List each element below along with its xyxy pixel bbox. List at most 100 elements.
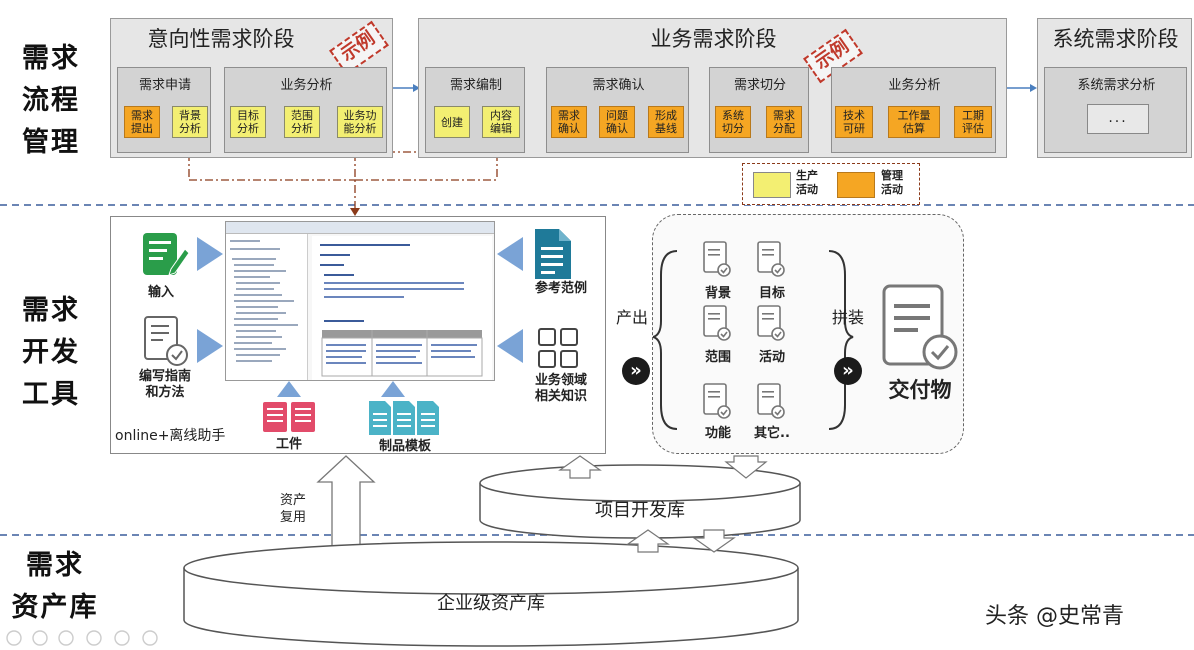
group-confirm: 需求确认 需求 确认 问题 确认 形成 基线 [546,67,689,153]
watermark: 头条 @史常青 [985,604,1124,629]
output-item-label: 背景 [704,286,731,301]
arrow-left-1 [197,237,223,271]
brace-lines [653,250,854,430]
activity-box[interactable]: 工期 评估 [954,106,992,138]
group-title: 需求切分 [733,78,786,93]
output-item-label: 目标 [758,286,785,301]
guide-label: 编写指南 和方法 [138,369,191,400]
legend-management-swatch [837,172,875,198]
arrow-right-1 [497,237,523,271]
group-system-analysis: 系统需求分析 ... [1044,67,1187,153]
output-item[interactable]: 功能 [698,382,738,444]
output-item[interactable]: 目标 [752,240,792,302]
template-icon [369,401,439,435]
template-label: 制品模板 [378,439,431,454]
artifact-label: 工件 [275,437,302,452]
activity-box[interactable]: 需求 分配 [766,106,802,138]
artifact-icon [263,402,315,432]
legend-management-label: 管理 活动 [881,169,903,196]
activity-box[interactable]: 系统 切分 [715,106,751,138]
stage-connector-1-head [413,84,420,92]
group-request: 需求申请 需求 提出 背景 分析 [117,67,211,153]
editor-sidebar [226,234,308,380]
arrow-up-1 [277,381,301,397]
reference-label: 参考范例 [534,281,587,296]
group-title: 系统需求分析 [1077,78,1156,93]
enterprise-cylinder-top [183,541,799,595]
document-check-icon [757,305,785,341]
output-item[interactable]: 其它.. [752,382,792,444]
guide-document-icon [144,316,188,366]
activity-box[interactable]: 创建 [434,106,470,138]
legend-production-label: 生产 活动 [796,169,818,196]
faint-icon [86,630,102,646]
produce-label: 产出 [615,308,648,327]
project-repo-label: 项目开发库 [595,500,685,521]
faint-toolbar [4,628,174,646]
document-check-icon [757,241,785,277]
edit-document-icon [143,233,189,276]
stage-title: 业务需求阶段 [650,27,777,51]
enterprise-repo-label: 企业级资产库 [437,593,545,614]
row-label-assets: 需求 资产库 [0,545,110,629]
document-check-icon [703,305,731,341]
knowledge-grid-icon [538,328,578,368]
placeholder-box: ... [1087,104,1149,134]
project-cylinder-top [479,464,801,502]
produce-arrow-icon: » [622,357,650,385]
activity-box[interactable]: 形成 基线 [648,106,684,138]
stage-title: 系统需求阶段 [1052,27,1179,51]
output-item-label: 活动 [758,350,785,365]
faint-icon [58,630,74,646]
row-label-line: 需求 [22,43,80,74]
project-up-arrow [558,455,602,479]
row-label-line: 开发 [22,337,80,368]
output-item[interactable]: 范围 [698,304,738,366]
enterprise-up-arrow [626,529,670,553]
activity-box[interactable]: 需求 提出 [124,106,160,138]
activity-box[interactable]: 问题 确认 [599,106,635,138]
output-item-label: 其它.. [754,426,790,441]
row-label-line: 管理 [22,127,80,158]
stage-system: 系统需求阶段 系统需求分析 ... [1037,18,1192,158]
editor-page [312,236,492,380]
group-title: 需求申请 [138,78,191,93]
output-item[interactable]: 背景 [698,240,738,302]
group-split: 需求切分 系统 切分 需求 分配 [709,67,809,153]
activity-box[interactable]: 目标 分析 [230,106,266,138]
input-label: 输入 [147,285,174,300]
activity-box[interactable]: 工作量 估算 [888,106,940,138]
document-check-icon [703,241,731,277]
editor-screenshot[interactable] [225,221,495,381]
arrow-left-2 [197,329,223,363]
deliverable-icon [882,284,958,370]
legend: 生产 活动 管理 活动 [742,163,920,205]
row-label-line: 资产库 [11,592,99,623]
group-business-analysis: 业务分析 目标 分析 范围 分析 业务功 能分析 [224,67,387,153]
activity-box[interactable]: 技术 可研 [835,106,873,138]
row-label-line: 需求 [22,295,80,326]
activity-box[interactable]: 内容 编辑 [482,106,520,138]
legend-production-swatch [753,172,791,198]
assistant-label: online+离线助手 [115,428,226,444]
document-check-icon [703,383,731,419]
row-label-tools: 需求 开发 工具 [8,290,94,416]
stage-connector-2-head [1030,84,1037,92]
activity-box[interactable]: 范围 分析 [284,106,320,138]
activity-box[interactable]: 需求 确认 [551,106,587,138]
group-business-analysis-2: 业务分析 技术 可研 工作量 估算 工期 评估 [831,67,996,153]
row-label-line: 需求 [26,550,84,581]
assemble-label: 拼装 [831,308,864,327]
output-item-label: 功能 [704,426,731,441]
output-item[interactable]: 活动 [752,304,792,366]
project-down-arrow [724,455,768,479]
group-title: 业务分析 [888,78,941,93]
arrows-into-screen [197,237,523,397]
activity-box[interactable]: 业务功 能分析 [337,106,383,138]
stage-title: 意向性需求阶段 [147,27,295,51]
stage-intent: 意向性需求阶段 示例 需求申请 需求 提出 背景 分析 业务分析 目标 分析 范… [110,18,393,158]
activity-link-arrowhead [350,208,360,216]
row-label-line: 流程 [22,85,80,116]
activity-box[interactable]: 背景 分析 [172,106,208,138]
group-compile: 需求编制 创建 内容 编辑 [425,67,525,153]
